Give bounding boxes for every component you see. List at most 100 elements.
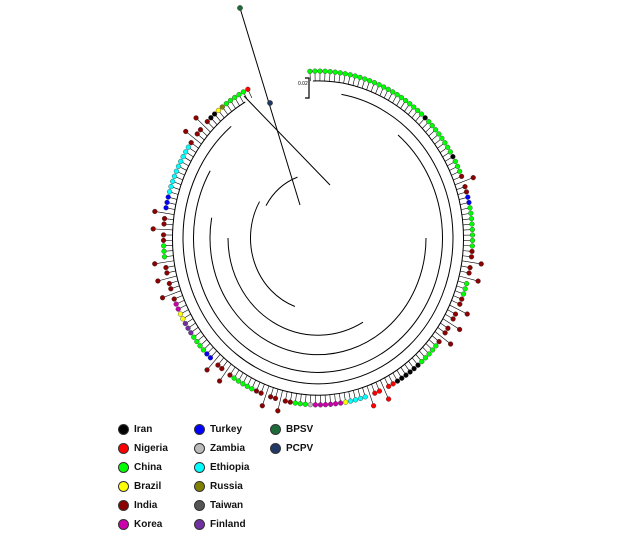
- tip-china: [452, 158, 458, 165]
- tip-iran: [407, 369, 413, 375]
- tip-branch: [277, 390, 283, 411]
- tip-finland: [182, 320, 188, 327]
- tip-china: [292, 400, 298, 406]
- tip-iran: [394, 378, 401, 384]
- tip-china: [407, 101, 413, 107]
- tip-ethiopia: [357, 395, 364, 402]
- tip-china: [191, 334, 197, 340]
- tip-iran: [422, 115, 428, 121]
- tip-india: [436, 339, 442, 345]
- tree-arc: [172, 80, 464, 396]
- tip-china: [432, 127, 439, 133]
- legend-item-china: China: [118, 462, 162, 473]
- tip-brazil: [180, 316, 186, 322]
- tip-china: [457, 168, 463, 174]
- tip-india: [171, 296, 177, 302]
- tip-branch: [461, 260, 482, 265]
- tip-ethiopia: [173, 168, 180, 174]
- tip-china: [231, 375, 237, 381]
- tip-korea: [175, 306, 181, 312]
- tip-nigeria: [245, 86, 251, 92]
- tip-india: [275, 408, 281, 414]
- legend-swatch-icon: [270, 443, 281, 454]
- legend-label: PCPV: [286, 443, 314, 454]
- tip-turkey: [466, 199, 472, 206]
- legend-item-pcpv: PCPV: [270, 443, 313, 454]
- tip-india: [452, 311, 459, 317]
- legend-swatch-icon: [270, 424, 281, 435]
- tip-india: [197, 127, 204, 133]
- tree-arc: [227, 237, 364, 336]
- tip-turkey: [207, 355, 214, 361]
- tip-brazil: [215, 107, 222, 114]
- tip-branch: [449, 304, 468, 315]
- tip-iran: [415, 362, 421, 368]
- tip-iran: [450, 154, 456, 160]
- legend-item-russia: Russia: [194, 481, 243, 492]
- tip-china: [235, 378, 242, 384]
- legend-swatch-icon: [118, 500, 129, 511]
- tip-india: [464, 311, 470, 317]
- tip-china: [426, 119, 432, 125]
- tip-turkey: [164, 199, 170, 206]
- tip-china: [415, 107, 421, 114]
- tip-china: [352, 73, 358, 79]
- tip-ethiopia: [348, 398, 354, 404]
- tree-arc: [250, 201, 296, 307]
- legend-label: Taiwan: [210, 500, 244, 511]
- tip-india: [469, 248, 475, 255]
- tip-branch: [154, 260, 175, 265]
- legend-label: Zambia: [210, 443, 246, 454]
- legend-label: Russia: [210, 481, 243, 492]
- legend-item-taiwan: Taiwan: [194, 500, 243, 511]
- legend-swatch-icon: [194, 500, 205, 511]
- tip-china: [249, 386, 255, 392]
- tip-ethiopia: [180, 153, 186, 160]
- tip-india: [150, 226, 156, 232]
- tip-india: [160, 232, 167, 238]
- tip-china: [469, 232, 476, 238]
- tip-china: [469, 243, 475, 249]
- tip-india: [470, 175, 476, 181]
- tip-iran: [403, 372, 409, 378]
- tip-china: [447, 149, 453, 155]
- tip-china: [469, 221, 475, 227]
- tip-china: [442, 140, 448, 146]
- tip-india: [204, 119, 210, 125]
- tip-india: [459, 296, 465, 302]
- tip-nigeria: [386, 383, 392, 390]
- tip-korea: [338, 400, 344, 406]
- tip-india: [463, 189, 470, 195]
- tip-india: [450, 316, 456, 322]
- legend-label: Turkey: [210, 424, 243, 435]
- legend-item-finland: Finland: [194, 519, 246, 530]
- tip-china: [445, 144, 451, 150]
- tip-india: [166, 280, 172, 287]
- tip-ethiopia: [166, 189, 173, 195]
- tip-china: [332, 69, 338, 75]
- tip-india: [227, 372, 233, 378]
- tip-china: [390, 89, 396, 95]
- tip-india: [168, 286, 174, 292]
- tip-china: [403, 97, 409, 104]
- tip-china: [439, 135, 445, 141]
- legend-label: BPSV: [286, 424, 314, 435]
- tip-china: [337, 70, 343, 76]
- tip-india: [258, 390, 264, 396]
- tip-china: [317, 68, 323, 74]
- tip-china: [464, 281, 470, 287]
- legend-swatch-icon: [118, 443, 129, 454]
- tip-china: [394, 92, 400, 98]
- tip-china: [347, 72, 353, 78]
- tip-ethiopia: [183, 149, 189, 155]
- tip-korea: [333, 401, 339, 407]
- tip-india: [159, 295, 166, 301]
- legend-swatch-icon: [118, 481, 129, 492]
- tip-india: [445, 325, 451, 331]
- tip-india: [161, 221, 167, 227]
- tip-finland: [185, 325, 191, 331]
- tip-china: [411, 104, 417, 110]
- tip-china: [376, 82, 382, 88]
- bpsv-branch: [239, 7, 301, 206]
- legend-label: Korea: [134, 519, 163, 530]
